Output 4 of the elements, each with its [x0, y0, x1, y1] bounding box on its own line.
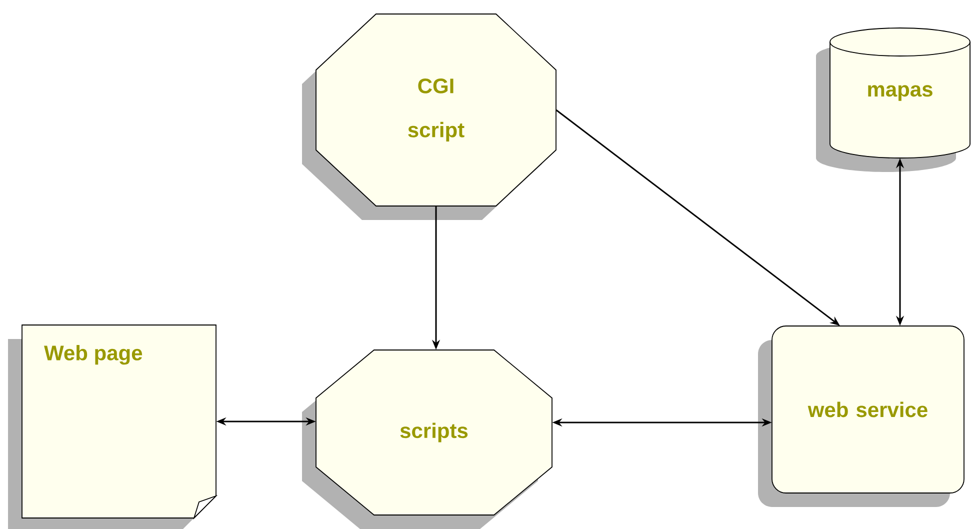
octagon-box: scripts	[302, 350, 552, 529]
rounded-box: web service	[758, 326, 964, 507]
octagon-box: CGI script	[302, 14, 556, 220]
database-cylinder: mapas	[816, 28, 970, 172]
